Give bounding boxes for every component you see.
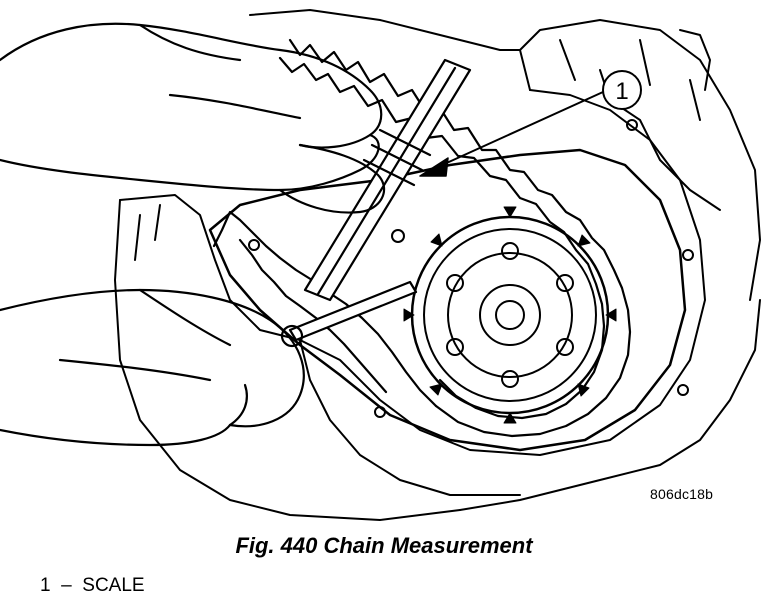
cover-flange [208, 119, 694, 452]
figure-number: Fig. 440 [235, 533, 318, 558]
legend-number: 1 [40, 575, 51, 596]
figure-ref-code: 806dc18b [650, 486, 714, 502]
crank-sprocket [403, 206, 617, 424]
callout-1: 1 [602, 70, 642, 110]
figure-title: Chain Measurement [323, 533, 533, 558]
chain-measurement-illustration: 1 [0, 9, 761, 521]
callout-leader [419, 91, 604, 177]
legend-separator: – [61, 575, 72, 596]
legend-label: SCALE [82, 575, 145, 596]
figure-caption: Fig. 440 Chain Measurement [0, 533, 768, 559]
lower-hand [0, 288, 305, 447]
legend: 1 – SCALE [40, 575, 145, 597]
legend-item: 1 – SCALE [40, 575, 145, 597]
measuring-scale [303, 58, 472, 302]
pointer-probe [280, 280, 418, 348]
callout-number: 1 [615, 78, 628, 105]
upper-hand [0, 22, 386, 214]
